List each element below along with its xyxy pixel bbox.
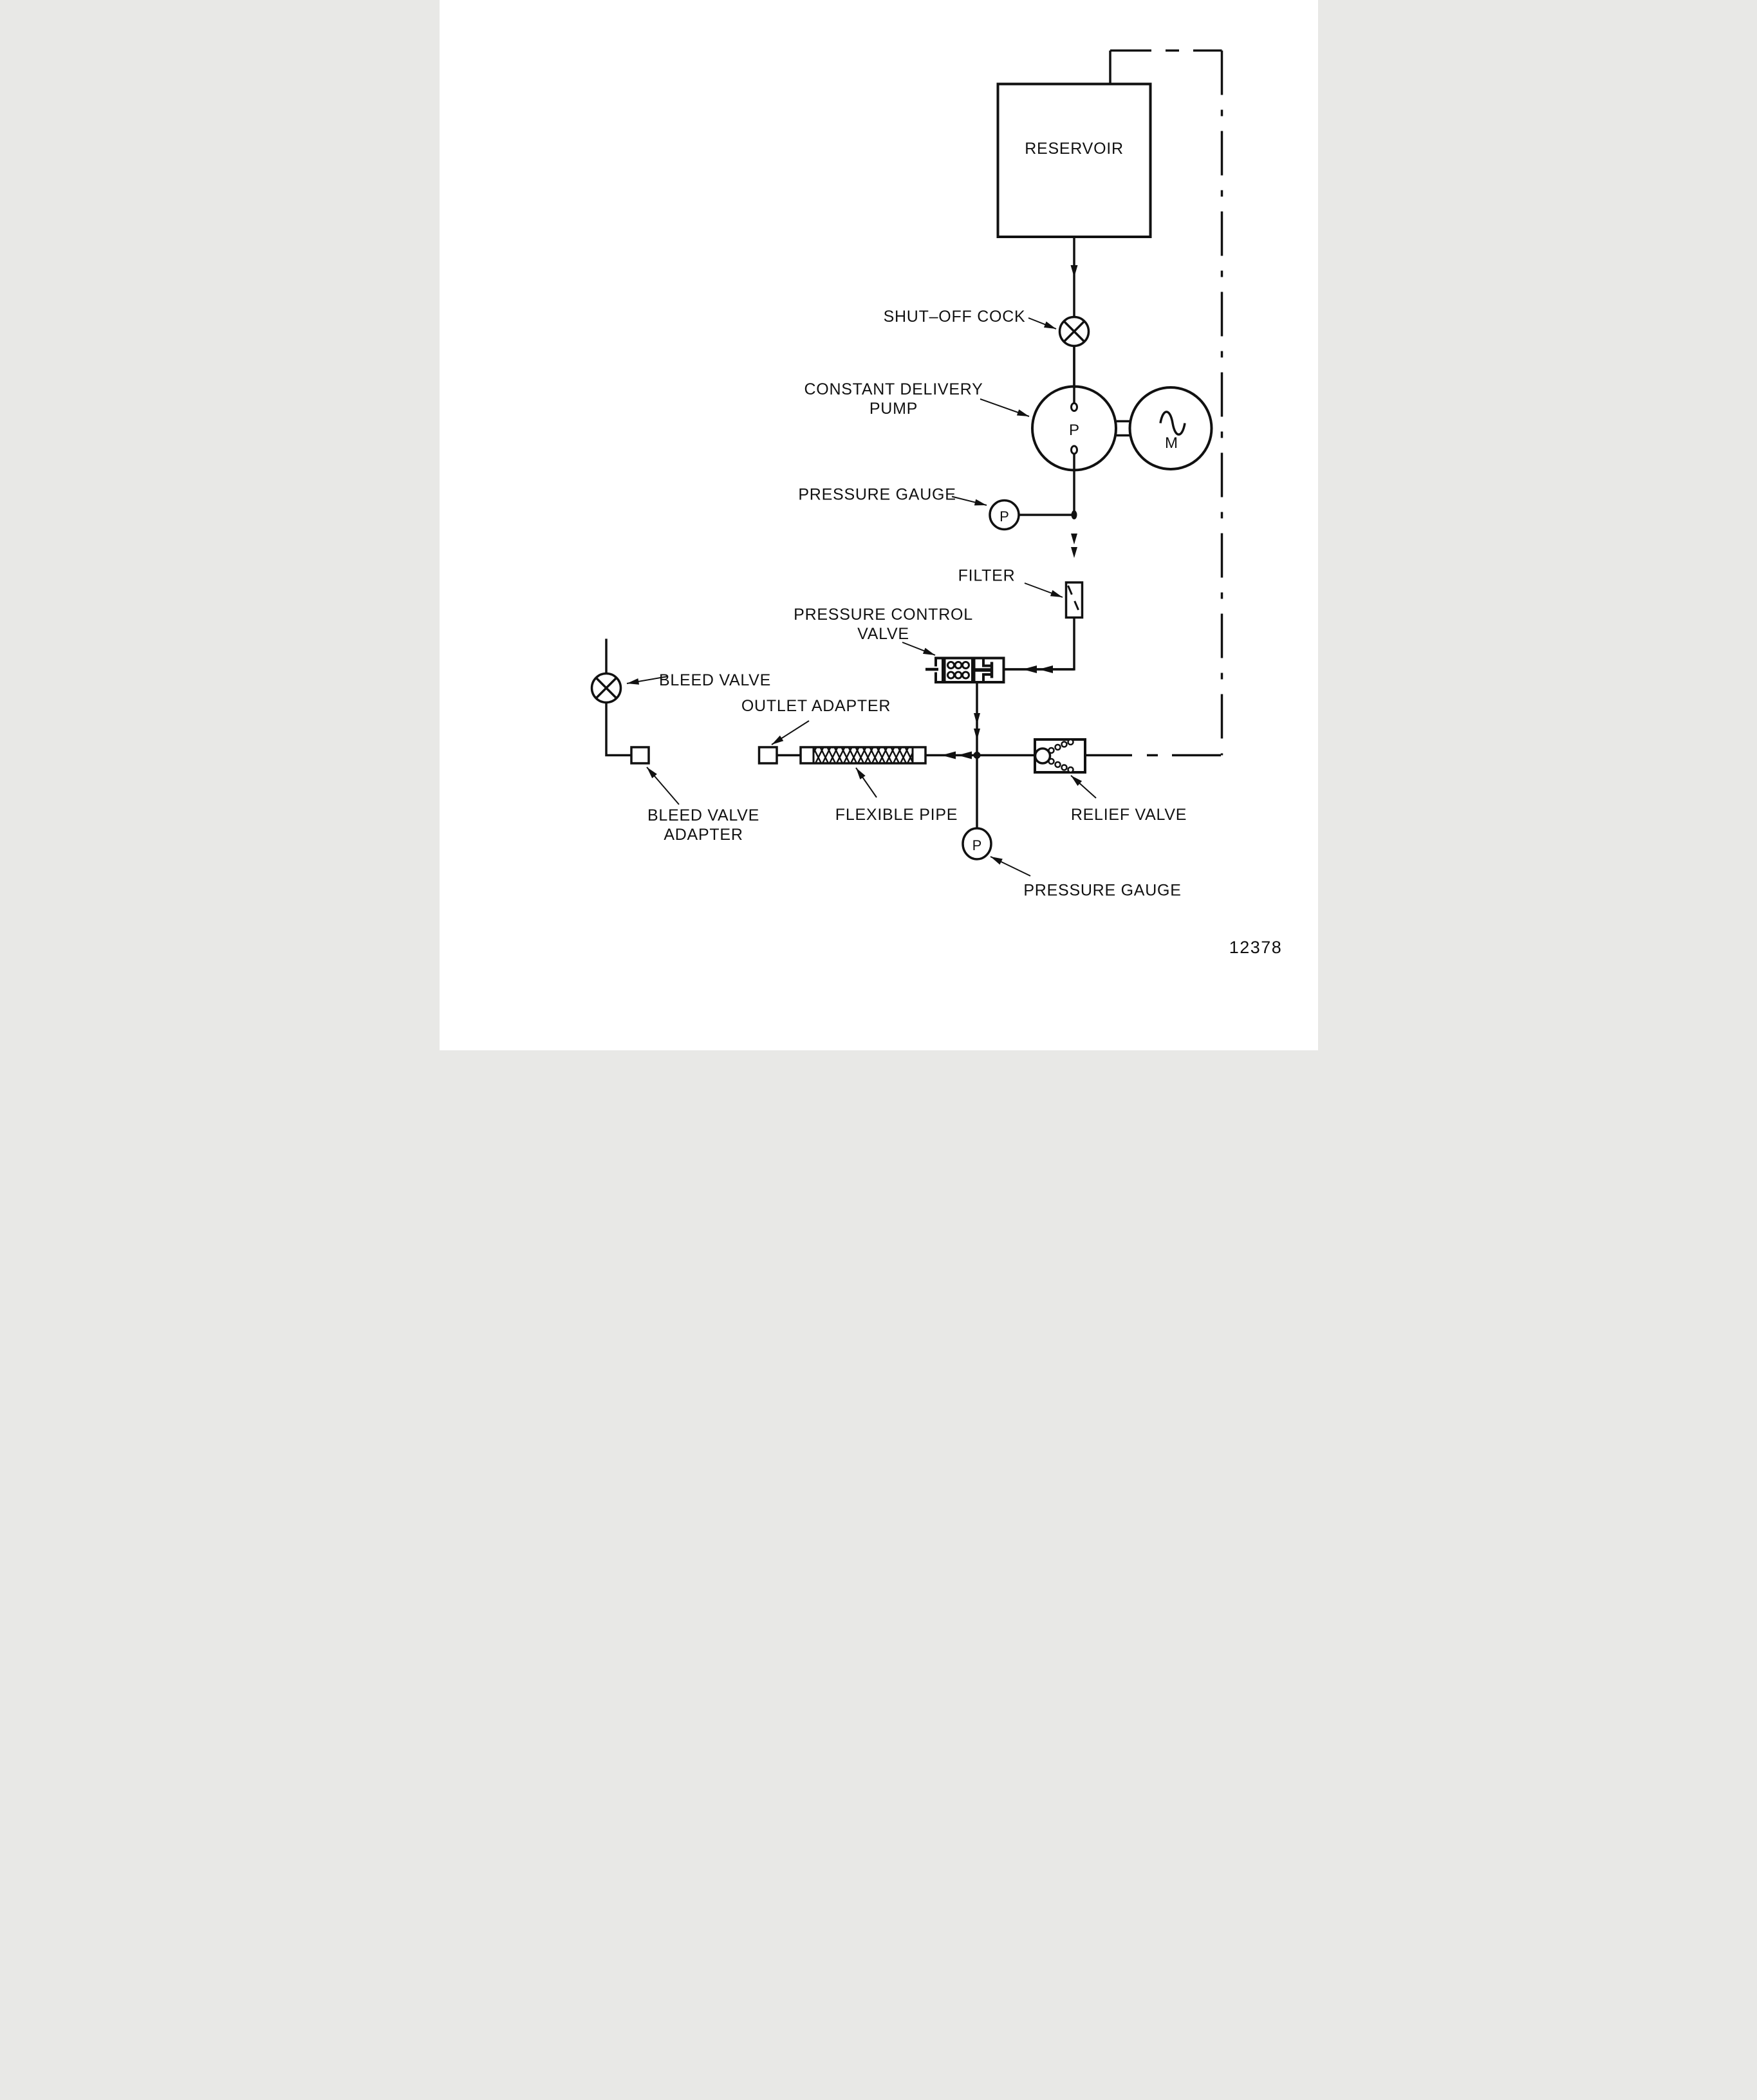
pcv-leader [902,642,935,656]
bleed-valve-cross [595,676,617,700]
pcv-divider [971,658,975,682]
pcv-left-slot [938,660,942,680]
reservoir-outline [996,82,1151,238]
relief-valve-spray-holes [1047,738,1074,774]
flow-arrow-down-icon [1070,547,1077,558]
pump-letter: P [1068,422,1079,439]
bleed-valve-leader [626,676,668,685]
outlet-adapter-leader [770,720,810,745]
pcv-port-bottom [981,673,990,682]
flow-arrow-down-icon [1070,265,1077,277]
outlet-branch: OUTLET ADAPTER FLEXIBLE PIPE [741,697,1035,824]
pcv-inner-wall [941,659,945,681]
filter-leader [1024,582,1063,598]
relief-valve-leader [1070,775,1097,799]
pump-motor-coupling [1116,420,1130,437]
pcv-label-line1: PRESSURE CONTROL [794,606,973,624]
pressure-gauge-bottom: P PRESSURE GAUGE [961,755,1181,900]
gauge-top-letter: P [999,508,1009,525]
relief-valve: RELIEF VALVE [1033,738,1186,824]
flexible-pipe-collars [812,747,913,763]
motor-sine-icon [1158,411,1186,436]
flow-arrow-left-icon [941,751,956,759]
gauge-top-circle-icon [988,499,1020,531]
gauge-bottom-label: PRESSURE GAUGE [1023,882,1181,900]
gauge-bottom-leader [990,856,1030,877]
bleed-adapter-label-line2: ADAPTER [664,826,743,844]
pcv-port-top [981,658,990,667]
hydraulic-schematic: RESERVOIR SHUT–OFF COCK P M CONSTANT DEL… [590,49,1282,957]
shut-off-cock-leader [1028,317,1056,330]
pcv-body [934,656,1005,683]
flexible-pipe-label: FLEXIBLE PIPE [835,806,957,824]
filter-element [1066,585,1081,615]
flow-arrow-down-icon [1070,534,1077,544]
flexible-pipe-leader [855,767,877,798]
bleed-valve-label: BLEED VALVE [658,671,770,689]
outlet-adapter-label: OUTLET ADAPTER [741,697,890,715]
pump-inlet-port-icon [1070,402,1078,412]
bleed-adapter-leader [646,767,680,805]
diagram-sheet: RESERVOIR SHUT–OFF COCK P M CONSTANT DEL… [439,0,1318,1050]
pump-leader [980,398,1029,417]
gauge-top-label: PRESSURE GAUGE [798,486,956,504]
pressure-gauge-top: P PRESSURE GAUGE [798,486,1077,531]
motor-circle-icon [1128,386,1213,470]
figure-number: 12378 [1229,938,1282,957]
reservoir: RESERVOIR [996,82,1151,238]
junction-dot-top [1071,510,1077,519]
bleed-valve-branch: BLEED VALVE BLEED VALVE ADAPTER [590,638,770,844]
shut-off-cock: SHUT–OFF COCK [883,308,1090,348]
relief-valve-label: RELIEF VALVE [1070,806,1186,824]
filter: FILTER [958,567,1083,619]
pump-label-line1: CONSTANT DELIVERY [804,380,983,398]
bleed-valve-adapter-icon [629,746,650,765]
reservoir-label: RESERVOIR [1025,140,1124,158]
pump-outlet-port-icon [1070,445,1078,455]
relief-valve-seat-icon [1034,747,1051,765]
filter-label: FILTER [958,567,1015,585]
constant-delivery-pump: P M CONSTANT DELIVERY PUMP [804,346,1213,515]
motor-letter: M [1165,434,1178,452]
gauge-bottom-circle-icon [961,827,992,860]
flow-arrow-down-icon [973,729,980,740]
outlet-adapter-icon [758,746,778,765]
bleed-adapter-label-line1: BLEED VALVE [647,806,759,824]
flexible-pipe-braid [813,748,913,763]
flow-arrow-down-icon [973,713,980,725]
return-line [1084,49,1223,757]
filter-to-valve-line [1003,617,1075,673]
gauge-top-leader [951,496,987,506]
pcv-label-line2: VALVE [857,625,909,643]
shut-off-cock-label: SHUT–OFF COCK [883,308,1025,326]
pcv-orifice-holes [946,661,970,680]
bleed-line [604,638,631,757]
pressure-line [1070,534,1077,558]
pipe-filter-to-valve [1003,617,1075,671]
gauge-bottom-letter: P [972,837,981,853]
shut-off-cock-cross [1063,320,1085,343]
flow-arrow-left-icon [957,751,972,759]
pump-label-line2: PUMP [869,400,917,418]
pressure-control-valve: PRESSURE CONTROL VALVE [794,606,1074,756]
